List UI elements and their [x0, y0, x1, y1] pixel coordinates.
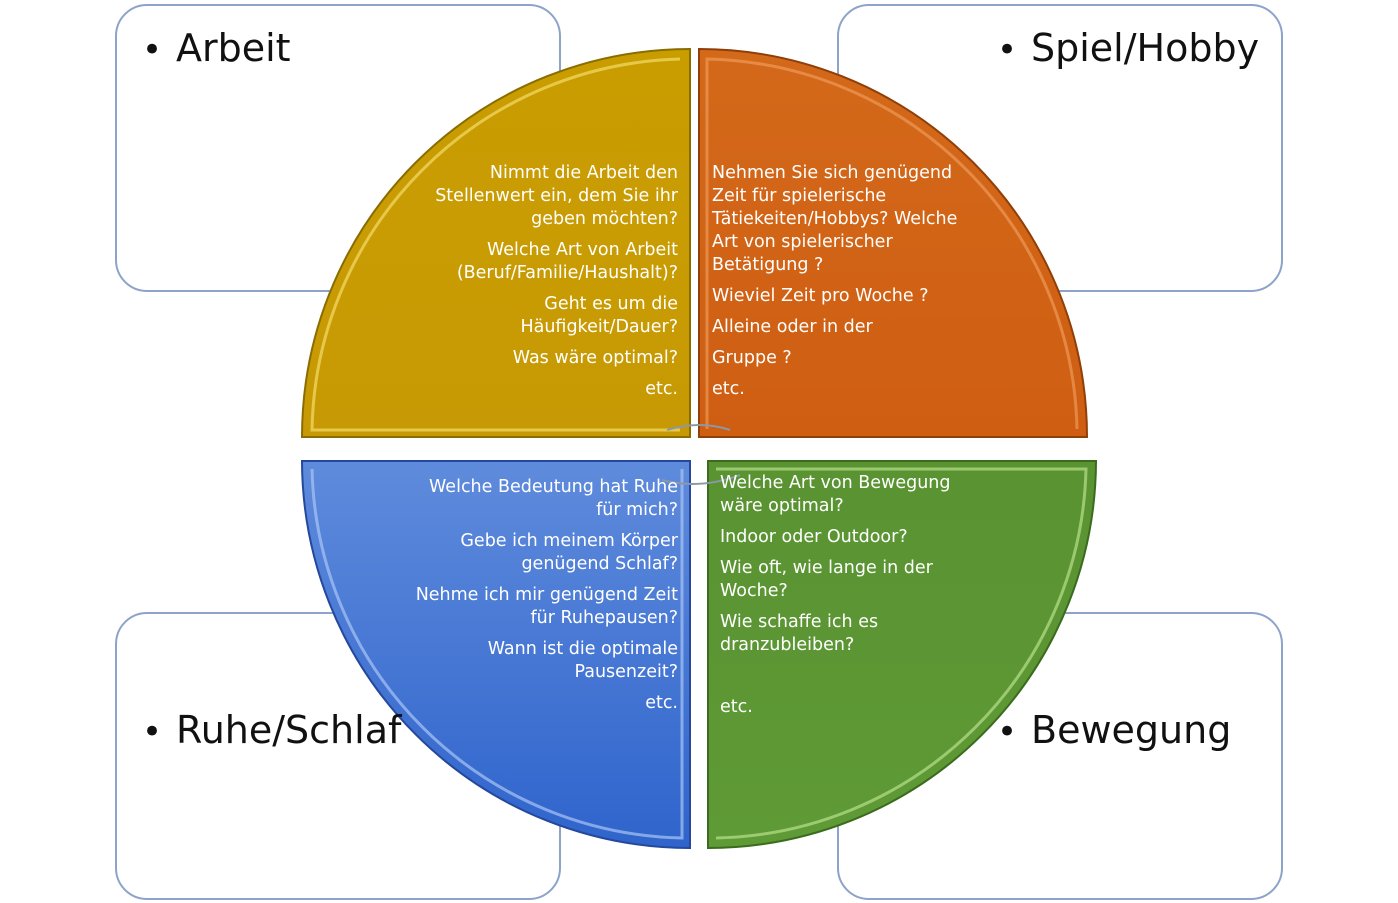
bullet-icon: •: [997, 30, 1018, 70]
bewegung-question: Welche Art von Bewegung wäre optimal?: [720, 473, 951, 516]
ruhe-question: Nehme ich mir genügend Zeit für Ruhepaus…: [415, 585, 678, 628]
arbeit-questions: Nimmt die Arbeit den Stellenwert ein, de…: [420, 162, 678, 409]
center-connector-top: [666, 424, 731, 431]
bewegung-quadrant: [707, 460, 1098, 850]
bullet-icon: •: [997, 712, 1018, 752]
arbeit-label: • Arbeit: [142, 26, 291, 70]
bewegung-question: Indoor oder Outdoor?: [720, 527, 908, 547]
ruhe-questions: Welche Bedeutung hat Ruhe für mich? Gebe…: [410, 476, 678, 723]
arbeit-question: Geht es um die Häufigkeit/Dauer?: [520, 294, 678, 337]
bewegung-label: • Bewegung: [997, 708, 1231, 752]
spiel-label: • Spiel/Hobby: [997, 26, 1259, 70]
bewegung-question: [720, 665, 970, 688]
ruhe-label-text: Ruhe/Schlaf: [176, 708, 402, 752]
ruhe-question: Welche Bedeutung hat Ruhe für mich?: [429, 477, 678, 520]
arbeit-question: Was wäre optimal?: [512, 348, 678, 368]
arbeit-label-text: Arbeit: [176, 26, 291, 70]
spiel-question: Nehmen Sie sich genügend Zeit für spiele…: [712, 163, 958, 275]
ruhe-label: • Ruhe/Schlaf: [142, 708, 401, 752]
arbeit-question: etc.: [645, 379, 678, 399]
arbeit-question: Welche Art von Arbeit (Beruf/Familie/Hau…: [456, 240, 678, 283]
bewegung-question: etc.: [720, 697, 753, 717]
ruhe-quadrant-highlight: [310, 468, 684, 840]
arbeit-question: Nimmt die Arbeit den Stellenwert ein, de…: [435, 163, 678, 229]
arbeit-quadrant: [300, 47, 691, 438]
spiel-question: etc.: [712, 379, 745, 399]
bewegung-quadrant-highlight: [715, 467, 1088, 840]
ruhe-question: etc.: [645, 693, 678, 713]
ruhe-question: Wann ist die optimale Pausenzeit?: [487, 639, 678, 682]
spiel-label-text: Spiel/Hobby: [1031, 26, 1260, 70]
spiel-question: Wieviel Zeit pro Woche ?: [712, 286, 929, 306]
spiel-quadrant-highlight: [705, 57, 1079, 430]
bewegung-label-text: Bewegung: [1031, 708, 1232, 752]
spiel-questions: Nehmen Sie sich genügend Zeit für spiele…: [712, 162, 982, 409]
bewegung-questions: Welche Art von Bewegung wäre optimal? In…: [720, 472, 970, 727]
bullet-icon: •: [142, 712, 163, 752]
center-connector-bottom: [661, 474, 741, 485]
spiel-quadrant: [698, 47, 1089, 438]
arbeit-quadrant-highlight: [310, 57, 681, 432]
bewegung-question: Wie schaffe ich es dranzubleiben?: [720, 612, 879, 655]
spiel-question: Alleine oder in der: [712, 317, 873, 337]
spiel-question: Gruppe ?: [712, 348, 792, 368]
bewegung-question: Wie oft, wie lange in der Woche?: [720, 558, 933, 601]
ruhe-quadrant: [300, 460, 691, 850]
ruhe-question: Gebe ich meinem Körper genügend Schlaf?: [460, 531, 678, 574]
bullet-icon: •: [142, 30, 163, 70]
